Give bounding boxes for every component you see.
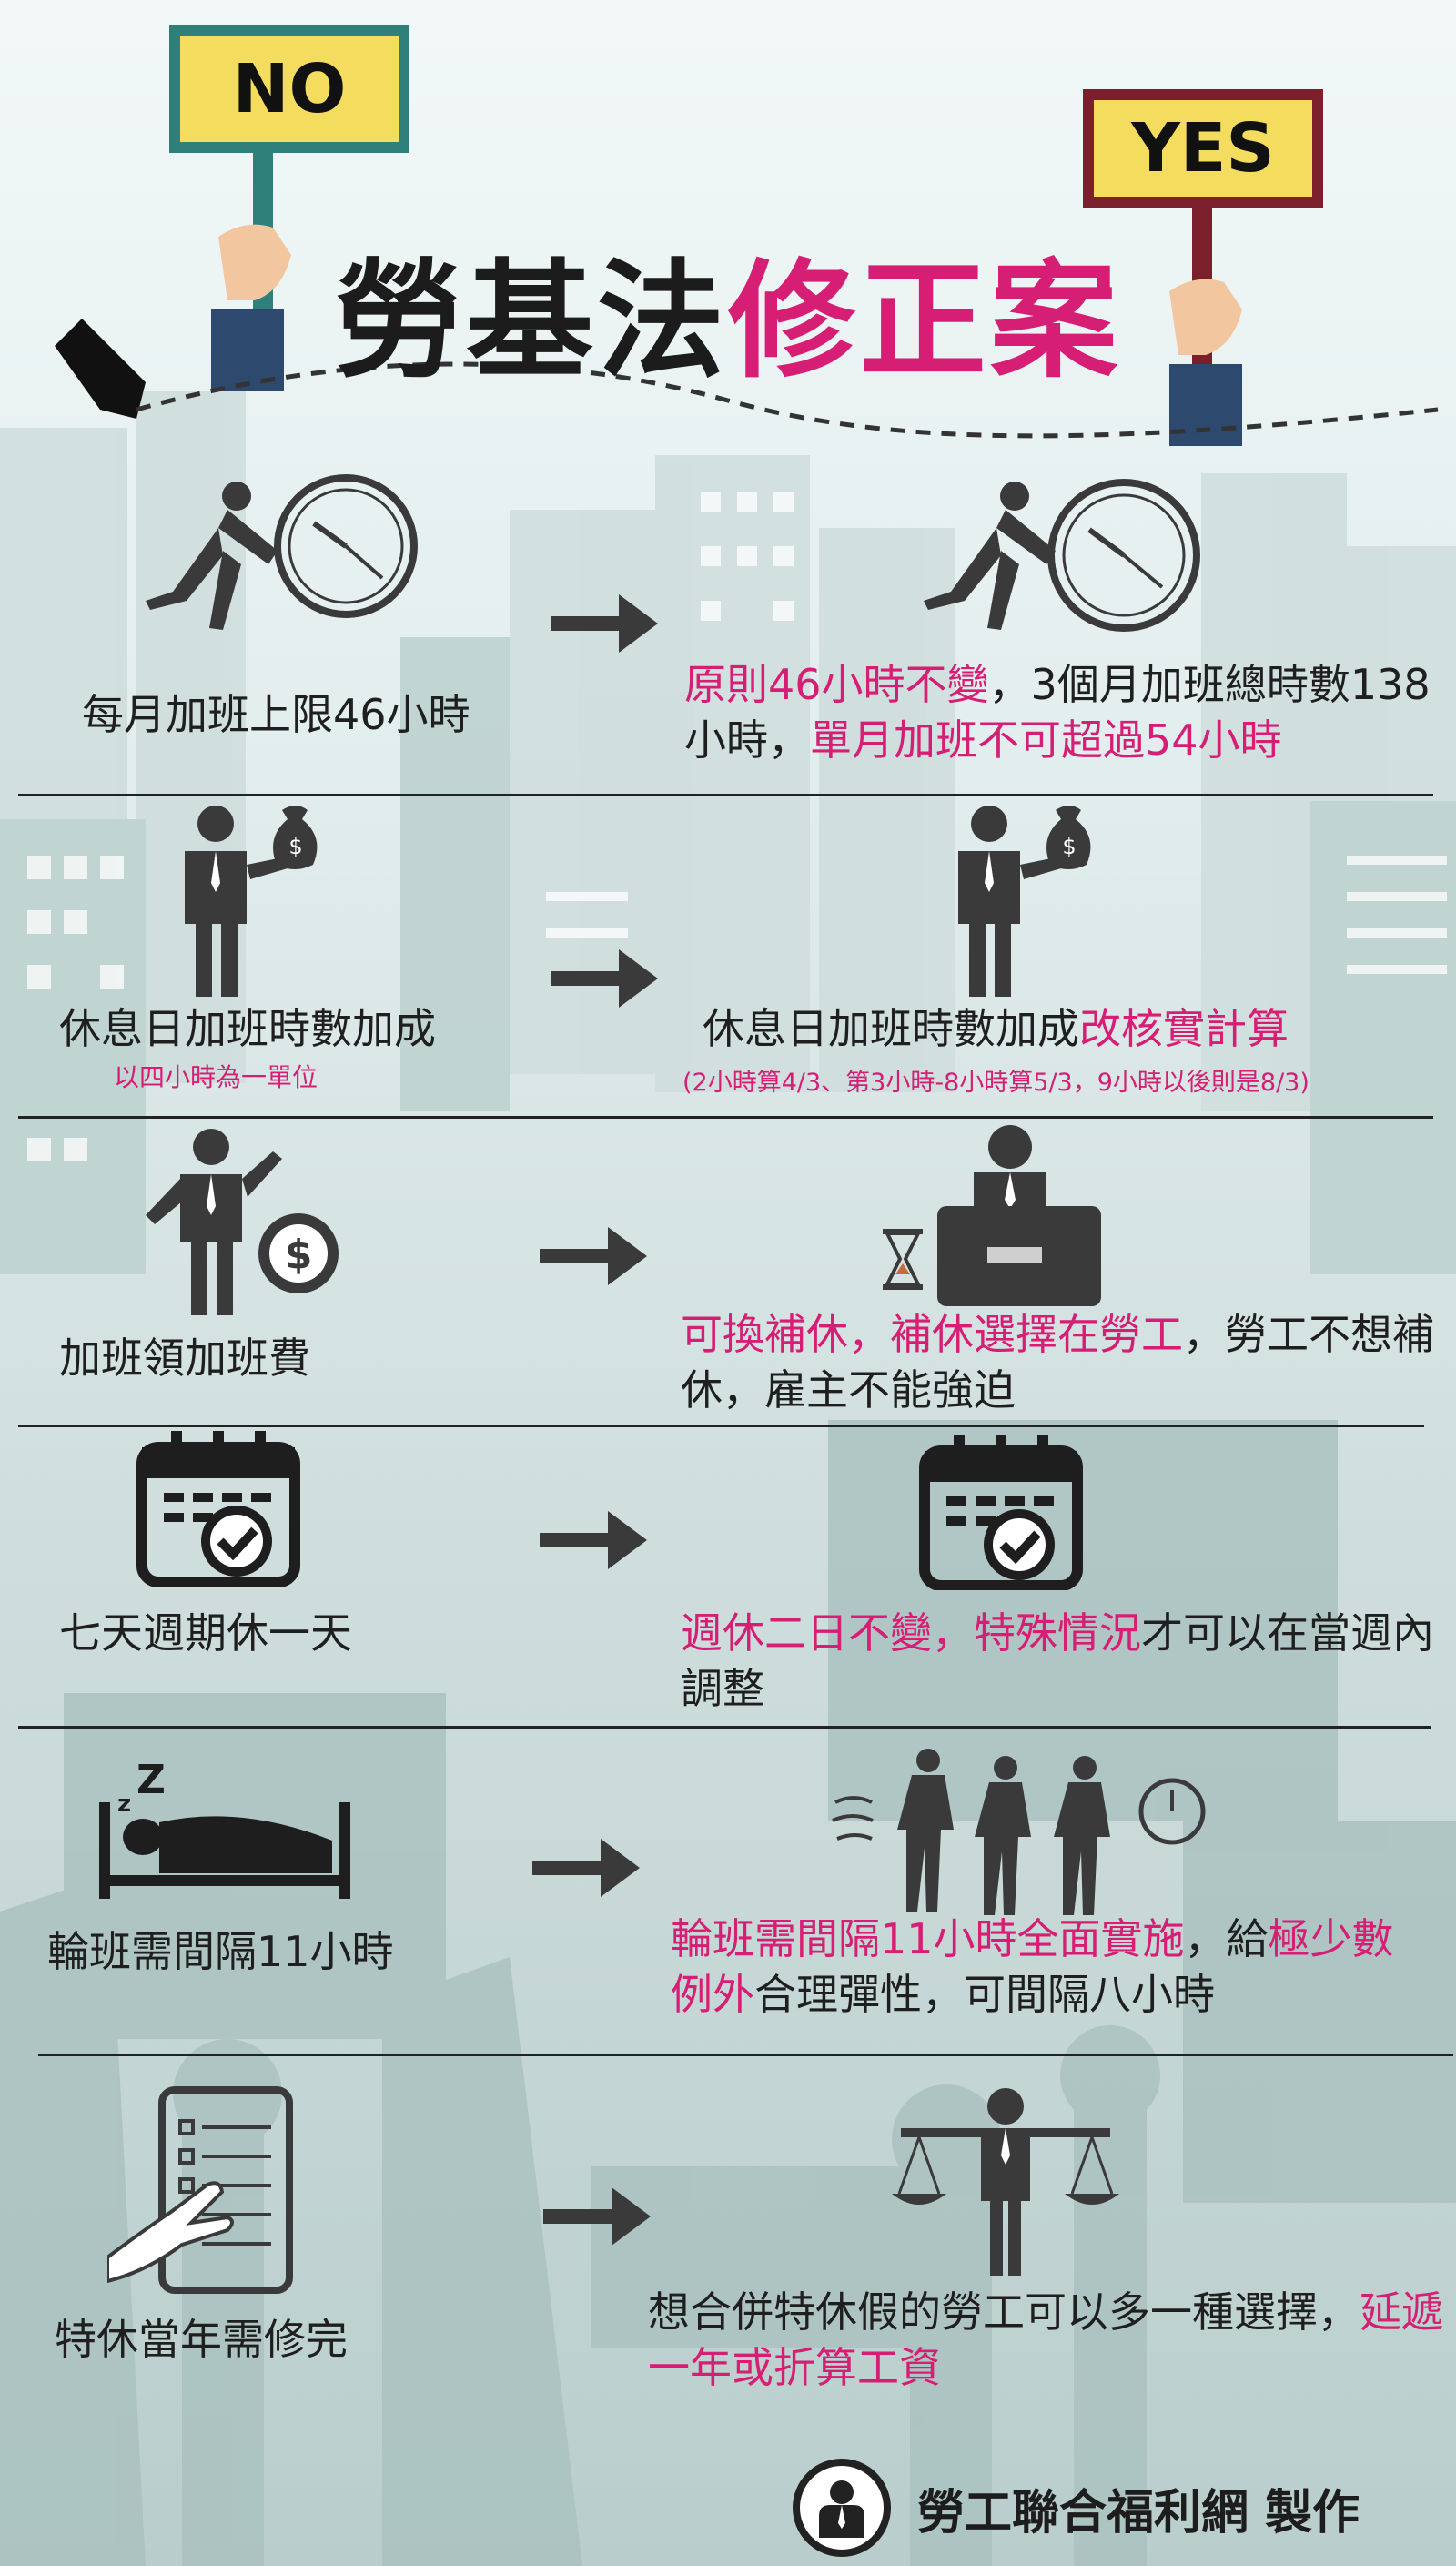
svg-text:Z: Z xyxy=(136,1757,166,1803)
calendar-check-icon xyxy=(919,1435,1083,1590)
row-1-right-seg-1: 原則46小時不變 xyxy=(684,660,989,709)
businessman-coin-icon: $ xyxy=(146,1129,339,1315)
row-2-right-text: 休息日加班時數加成改核實計算 xyxy=(703,1001,1289,1057)
businessman-money-bag-icon: $ xyxy=(958,806,1091,997)
arrow-right-icon xyxy=(543,2187,651,2246)
svg-text:z: z xyxy=(117,1790,131,1818)
row-3-left-label: 加班領加班費 xyxy=(59,1334,310,1383)
divider xyxy=(18,1726,1431,1729)
row-2-right-seg-2: 改核實計算 xyxy=(1079,1004,1289,1053)
row-5-left-label: 輪班需間隔11小時 xyxy=(47,1927,394,1976)
row-3-right-seg-2: ，勞工不想補休，雇主不能強迫 xyxy=(681,1310,1434,1415)
row-4-right-seg-2: 才可以在當週內調整 xyxy=(681,1608,1434,1713)
row-1-left-label: 每月加班上限46小時 xyxy=(82,690,470,739)
divider xyxy=(18,1425,1424,1427)
row-1-right-text: 原則46小時不變，3個月加班總時數138小時，單月加班不可超過54小時 xyxy=(684,657,1440,767)
row-1-right-seg-3: 單月加班不可超過54小時 xyxy=(810,715,1282,765)
row-2-right-seg-1: 休息日加班時數加成 xyxy=(703,1004,1079,1053)
row-2-right-note: (2小時算4/3、第3小時-8小時算5/3，9小時以後則是8/3) xyxy=(682,1069,1309,1097)
row-6-right-seg-2: 延遞一年或折算工資 xyxy=(648,2287,1443,2392)
worker-logo-icon xyxy=(793,2459,891,2557)
row-1-right-seg-2: ，3個月加班總時數138小時， xyxy=(684,660,1431,765)
page-title: 勞基法修正案 xyxy=(0,218,1456,402)
rushing-workers-clock-icon xyxy=(832,1749,1206,1915)
man-pushing-clock-icon xyxy=(146,474,418,630)
sleeping-bed-icon: Z z xyxy=(99,1757,350,1899)
row-5-right-seg-2: ，給 xyxy=(1184,1914,1269,1963)
svg-text:$: $ xyxy=(285,1232,313,1278)
arrow-right-icon xyxy=(551,949,658,1008)
man-pushing-clock-icon xyxy=(924,479,1200,632)
worker-at-desk-hourglass-icon xyxy=(883,1125,1101,1306)
svg-text:$: $ xyxy=(288,834,302,859)
hand-checklist-tablet-icon xyxy=(107,2086,293,2294)
row-5-right-seg-4: 合理彈性，可間隔八小時 xyxy=(754,1969,1215,2019)
calendar-check-icon xyxy=(136,1431,300,1587)
man-balance-scale-icon xyxy=(892,2088,1119,2276)
row-3-right-seg-1: 可換補休，補休選擇在勞工 xyxy=(681,1310,1183,1359)
divider xyxy=(38,2054,1453,2056)
arrow-right-icon xyxy=(551,594,658,653)
row-5-right-seg-1: 輪班需間隔11小時全面實施 xyxy=(671,1914,1185,1963)
row-6-left-label: 特休當年需修完 xyxy=(55,2315,348,2364)
arrow-right-icon xyxy=(540,1511,647,1569)
title-part-1: 勞基法 xyxy=(334,248,728,396)
arrow-right-icon xyxy=(540,1227,647,1285)
row-6-right-seg-1: 想合併特休假的勞工可以多一種選擇， xyxy=(648,2287,1360,2337)
no-sign: NO xyxy=(180,36,399,142)
row-2-left-label: 休息日加班時數加成 xyxy=(59,1004,436,1053)
businessman-money-bag-icon: $ xyxy=(185,806,318,997)
row-3-right-text: 可換補休，補休選擇在勞工，勞工不想補休，雇主不能強迫 xyxy=(681,1307,1436,1417)
row-6-right-text: 想合併特休假的勞工可以多一種選擇，延遞一年或折算工資 xyxy=(648,2285,1449,2395)
title-part-2: 修正案 xyxy=(728,248,1122,396)
divider xyxy=(18,794,1433,796)
row-4-right-text: 週休二日不變，特殊情況才可以在當週內調整 xyxy=(681,1606,1436,1716)
row-4-left-label: 七天週期休一天 xyxy=(59,1608,352,1658)
row-4-right-seg-1: 週休二日不變，特殊情況 xyxy=(681,1608,1141,1658)
svg-text:$: $ xyxy=(1062,834,1076,859)
row-2-left-note: 以四小時為一單位 xyxy=(114,1062,318,1092)
row-5-right-seg-3: 極少數例外 xyxy=(671,1914,1394,2019)
yes-sign: YES xyxy=(1094,100,1312,197)
footer-text: 勞工聯合福利網 製作 xyxy=(917,2485,1360,2541)
divider xyxy=(18,1116,1433,1119)
arrow-right-icon xyxy=(532,1839,640,1897)
footer-credit: 勞工聯合福利網 製作 xyxy=(792,2458,1360,2558)
row-5-right-text: 輪班需間隔11小時全面實施，給極少數例外合理彈性，可間隔八小時 xyxy=(671,1912,1435,2022)
